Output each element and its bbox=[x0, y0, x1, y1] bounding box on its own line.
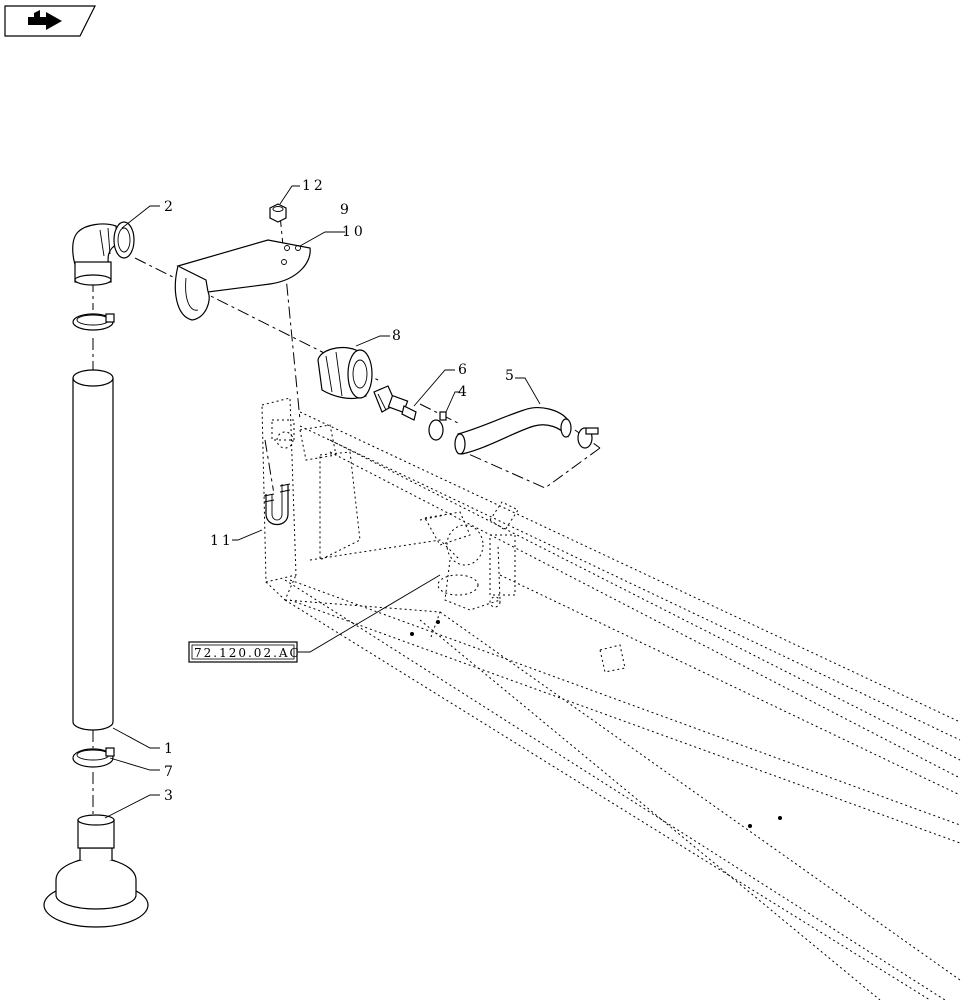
machine-frame bbox=[261, 397, 961, 1000]
callout-1: 1 bbox=[164, 741, 176, 757]
nav-arrow-button[interactable] bbox=[4, 5, 96, 37]
part-12-nut bbox=[269, 203, 287, 223]
callout-8: 8 bbox=[392, 328, 404, 344]
callout-5: 5 bbox=[505, 368, 517, 384]
callout-9: 9 bbox=[340, 202, 352, 218]
callout-2: 2 bbox=[164, 199, 176, 215]
callout-6: 6 bbox=[458, 362, 470, 378]
part-3-base bbox=[43, 814, 149, 928]
part-11-u-bolt bbox=[263, 483, 291, 526]
part-9-10-bracket bbox=[174, 239, 311, 321]
reference-label[interactable]: 72.120.02.AC bbox=[194, 646, 301, 660]
arrow-icon bbox=[28, 10, 62, 30]
part-5-hose bbox=[454, 407, 572, 455]
callout-11: 11 bbox=[210, 533, 234, 549]
reference-link[interactable]: 72.120.02.AC bbox=[188, 641, 301, 663]
callout-4: 4 bbox=[458, 384, 470, 400]
part-2-elbow bbox=[72, 221, 135, 286]
leader-lines bbox=[104, 185, 541, 819]
callout-labels: 2 1 7 3 4 5 6 8 9 10 12 11 bbox=[164, 178, 517, 804]
callout-10: 10 bbox=[342, 224, 366, 240]
callout-7: 7 bbox=[164, 764, 176, 780]
centerlines bbox=[92, 214, 601, 815]
callout-3: 3 bbox=[164, 788, 176, 804]
part-8-coupling bbox=[317, 347, 373, 400]
part-4-clamp-right bbox=[577, 427, 599, 449]
part-7-clamp-bottom bbox=[72, 747, 115, 768]
valve-assembly bbox=[419, 511, 516, 611]
callout-12: 12 bbox=[302, 178, 326, 194]
part-1-pipe bbox=[72, 369, 114, 731]
part-6-fitting bbox=[373, 385, 417, 421]
part-7-clamp-top bbox=[72, 313, 115, 331]
part-4-clamp bbox=[428, 411, 447, 441]
